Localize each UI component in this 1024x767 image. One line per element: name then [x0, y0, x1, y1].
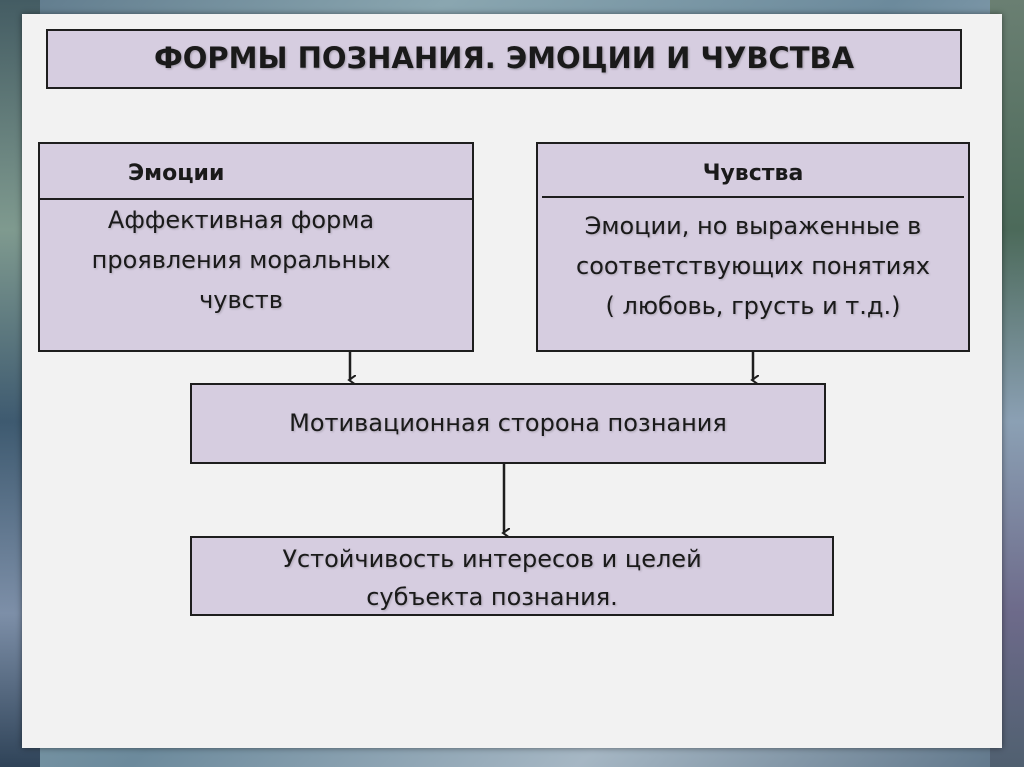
- motivation-text: Мотивационная сторона познания: [289, 409, 727, 437]
- motivation-box: Мотивационная сторона познания: [190, 383, 826, 464]
- emotions-line-3: чувств: [199, 286, 283, 314]
- title-box: ФОРМЫ ПОЗНАНИЯ. ЭМОЦИИ И ЧУВСТВА: [46, 29, 962, 89]
- feelings-box: Чувства Эмоции, но выраженные в соответс…: [536, 142, 970, 352]
- emotions-line-1: Аффективная форма: [107, 206, 375, 234]
- connector-arrows: [22, 352, 1002, 748]
- slide-title: ФОРМЫ ПОЗНАНИЯ. ЭМОЦИИ И ЧУВСТВА: [153, 41, 855, 75]
- emotions-box: Эмоции Аффективная форма проявления мора…: [38, 142, 474, 352]
- feelings-divider: [542, 196, 964, 198]
- feelings-definition: Эмоции, но выраженные в соответствующих …: [538, 206, 968, 326]
- emotions-divider: [40, 198, 472, 200]
- stability-box: Устойчивость интересов и целей субъекта …: [190, 536, 834, 616]
- emotions-heading: Эмоции: [128, 161, 225, 186]
- emotions-line-2: проявления моральных: [91, 246, 391, 274]
- feelings-line-1: Эмоции, но выраженные в: [584, 212, 922, 240]
- stability-line-2: субъекта познания.: [366, 583, 618, 611]
- emotions-definition: Аффективная форма проявления моральных ч…: [48, 200, 434, 320]
- feelings-line-2: соответствующих понятиях: [576, 252, 930, 280]
- feelings-heading: Чувства: [702, 161, 804, 186]
- stability-line-1: Устойчивость интересов и целей: [282, 545, 702, 573]
- stability-text: Устойчивость интересов и целей субъекта …: [222, 540, 762, 616]
- slide-canvas: ФОРМЫ ПОЗНАНИЯ. ЭМОЦИИ И ЧУВСТВА Эмоции …: [22, 14, 1002, 748]
- feelings-line-3: ( любовь, грусть и т.д.): [605, 292, 901, 320]
